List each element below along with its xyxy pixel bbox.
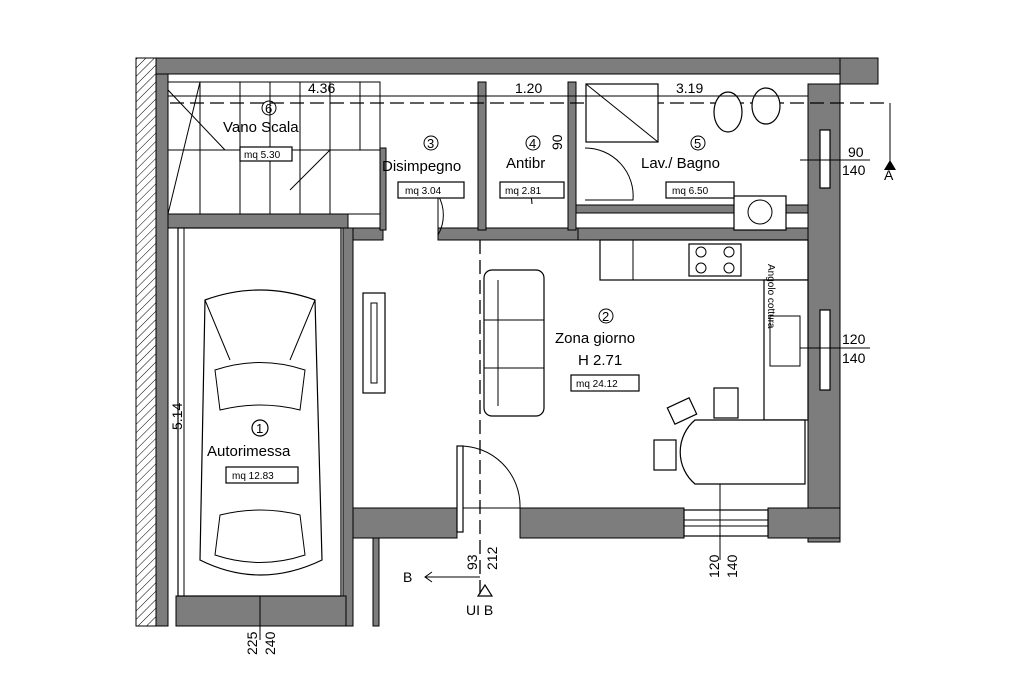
room-5-number: 5 <box>694 136 701 151</box>
room-2-height: H 2.71 <box>578 352 622 369</box>
room-3-number: 3 <box>427 136 434 151</box>
dim-left: 5.14 <box>169 403 185 430</box>
car <box>177 227 342 597</box>
dim-top-3: 3.19 <box>676 80 703 96</box>
room-4-number: 4 <box>529 136 536 151</box>
dim-top-1: 4.36 <box>308 80 335 96</box>
dim-garage-door-2: 240 <box>262 631 278 655</box>
room-6-area: mq 5.30 <box>244 150 281 161</box>
dim-window-right-mid-2: 140 <box>842 350 866 366</box>
room-1-number: 1 <box>256 421 263 436</box>
room-1-area: mq 12.83 <box>232 471 274 482</box>
dim-antibr-side: 90 <box>549 134 565 150</box>
section-b-label: B <box>403 569 412 585</box>
windows <box>683 129 831 537</box>
room-2-name: Zona giorno <box>555 330 635 347</box>
dim-door-bottom-1: 93 <box>464 554 480 570</box>
dim-window-right-top-2: 140 <box>842 162 866 178</box>
section-ui-label: UI B <box>466 602 493 618</box>
dim-garage-door-1: 225 <box>244 631 260 655</box>
room-3-area: mq 3.04 <box>405 186 442 197</box>
dimension-lines <box>168 95 870 640</box>
furniture <box>362 239 809 560</box>
room-4-area: mq 2.81 <box>505 186 542 197</box>
room-3-name: Disimpegno <box>382 158 461 175</box>
room-6-number: 6 <box>265 101 272 116</box>
room-4-name: Antibr <box>506 155 545 172</box>
kitchen-corner-label: Angolo cottura <box>765 264 776 329</box>
room-5-area: mq 6.50 <box>672 186 709 197</box>
dim-door-bottom-2: 212 <box>484 546 500 570</box>
dim-top-2: 1.20 <box>515 80 542 96</box>
dim-window-bottom-2: 140 <box>724 554 740 578</box>
room-2-area: mq 24.12 <box>576 379 618 390</box>
dim-window-right-mid-1: 120 <box>842 331 866 347</box>
room-5-name: Lav./ Bagno <box>641 155 720 172</box>
room-6-name: Vano Scala <box>223 119 299 136</box>
room-2-number: 2 <box>602 309 609 324</box>
section-line-b <box>424 240 494 600</box>
section-a-label: A <box>884 167 894 183</box>
dim-window-right-top-1: 90 <box>848 144 864 160</box>
staircase <box>167 81 381 215</box>
bathroom-fixtures <box>585 83 787 231</box>
dim-window-bottom-1: 120 <box>706 554 722 578</box>
room-1-name: Autorimessa <box>207 443 291 460</box>
